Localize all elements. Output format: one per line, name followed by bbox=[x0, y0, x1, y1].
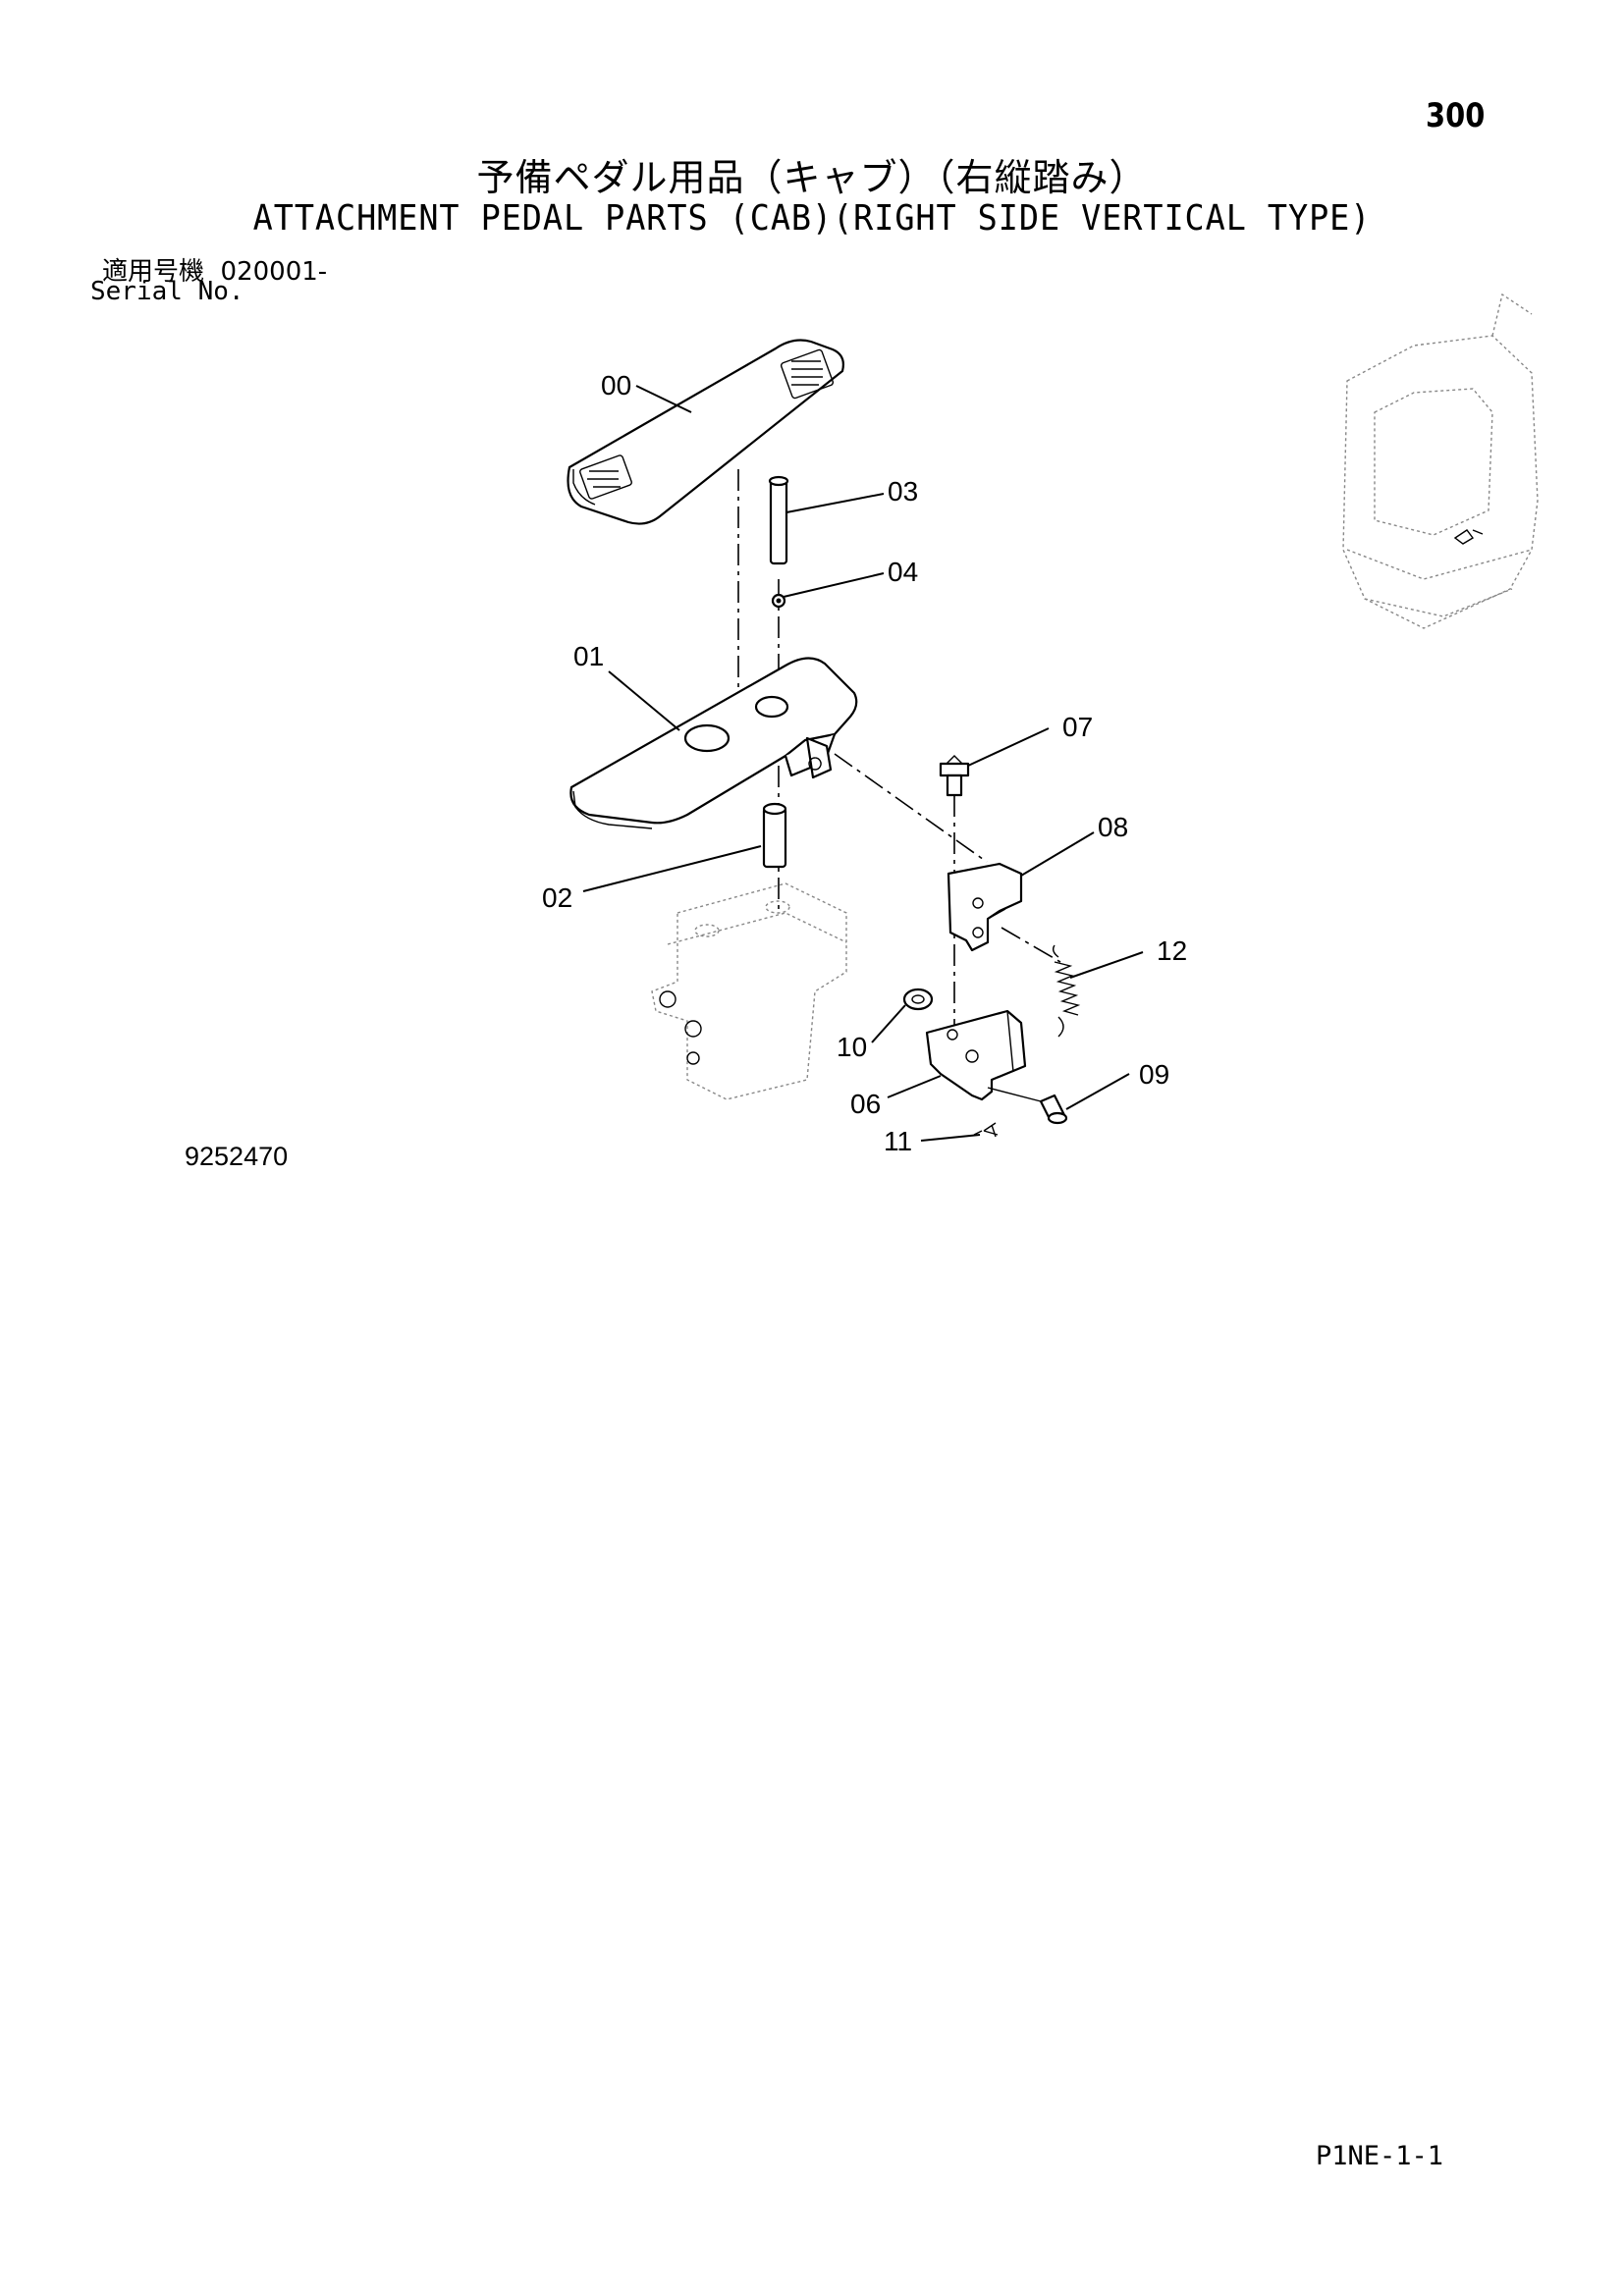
callout-leader-lines bbox=[582, 385, 1144, 1142]
page-title-english: ATTACHMENT PEDAL PARTS (CAB)(RIGHT SIDE … bbox=[252, 198, 1372, 239]
pedal-valve-body bbox=[651, 882, 847, 1100]
page-title-japanese: 予備ペダル用品（キャブ）（右縦踏み） bbox=[476, 156, 1148, 199]
serial-label-english: Serial No. bbox=[90, 277, 244, 306]
part-04-nut bbox=[771, 593, 786, 609]
part-12-spring bbox=[1052, 944, 1081, 1038]
part-03-pin bbox=[768, 475, 789, 565]
callout-03: 03 bbox=[888, 476, 918, 507]
part-01-pedal-arm bbox=[569, 657, 858, 829]
callout-00: 00 bbox=[601, 370, 631, 400]
callout-07: 07 bbox=[1062, 712, 1093, 742]
serial-value: 020001- bbox=[220, 257, 328, 287]
callout-09: 09 bbox=[1139, 1059, 1169, 1090]
callout-01: 01 bbox=[573, 641, 604, 671]
part-06-base-plate bbox=[925, 1009, 1027, 1101]
part-07-bolt bbox=[939, 755, 970, 797]
callout-labels: 00 03 04 01 02 07 08 12 10 06 09 11 bbox=[542, 370, 1187, 1156]
part-08-bracket bbox=[947, 862, 1023, 952]
part-10-washer bbox=[902, 988, 934, 1011]
serial-range: 適用号機 020001- bbox=[102, 251, 327, 288]
callout-06: 06 bbox=[850, 1089, 881, 1119]
part-02-sleeve bbox=[762, 802, 787, 869]
page-code: P1NE-1-1 bbox=[1316, 2141, 1444, 2171]
callout-04: 04 bbox=[888, 557, 918, 587]
part-09-pin bbox=[987, 1087, 1068, 1125]
callout-11: 11 bbox=[884, 1126, 912, 1156]
part-00-pedal-pad bbox=[567, 339, 844, 525]
callout-10: 10 bbox=[837, 1032, 867, 1062]
callout-08: 08 bbox=[1098, 812, 1128, 842]
callout-12: 12 bbox=[1157, 935, 1187, 966]
drawing-number: 9252470 bbox=[185, 1142, 289, 1171]
part-11-clip bbox=[973, 1122, 999, 1138]
page-number: 300 bbox=[1426, 96, 1486, 135]
machine-location-sketch bbox=[1342, 293, 1539, 629]
callout-02: 02 bbox=[542, 882, 572, 913]
serial-label-japanese: 適用号機 bbox=[102, 257, 205, 287]
